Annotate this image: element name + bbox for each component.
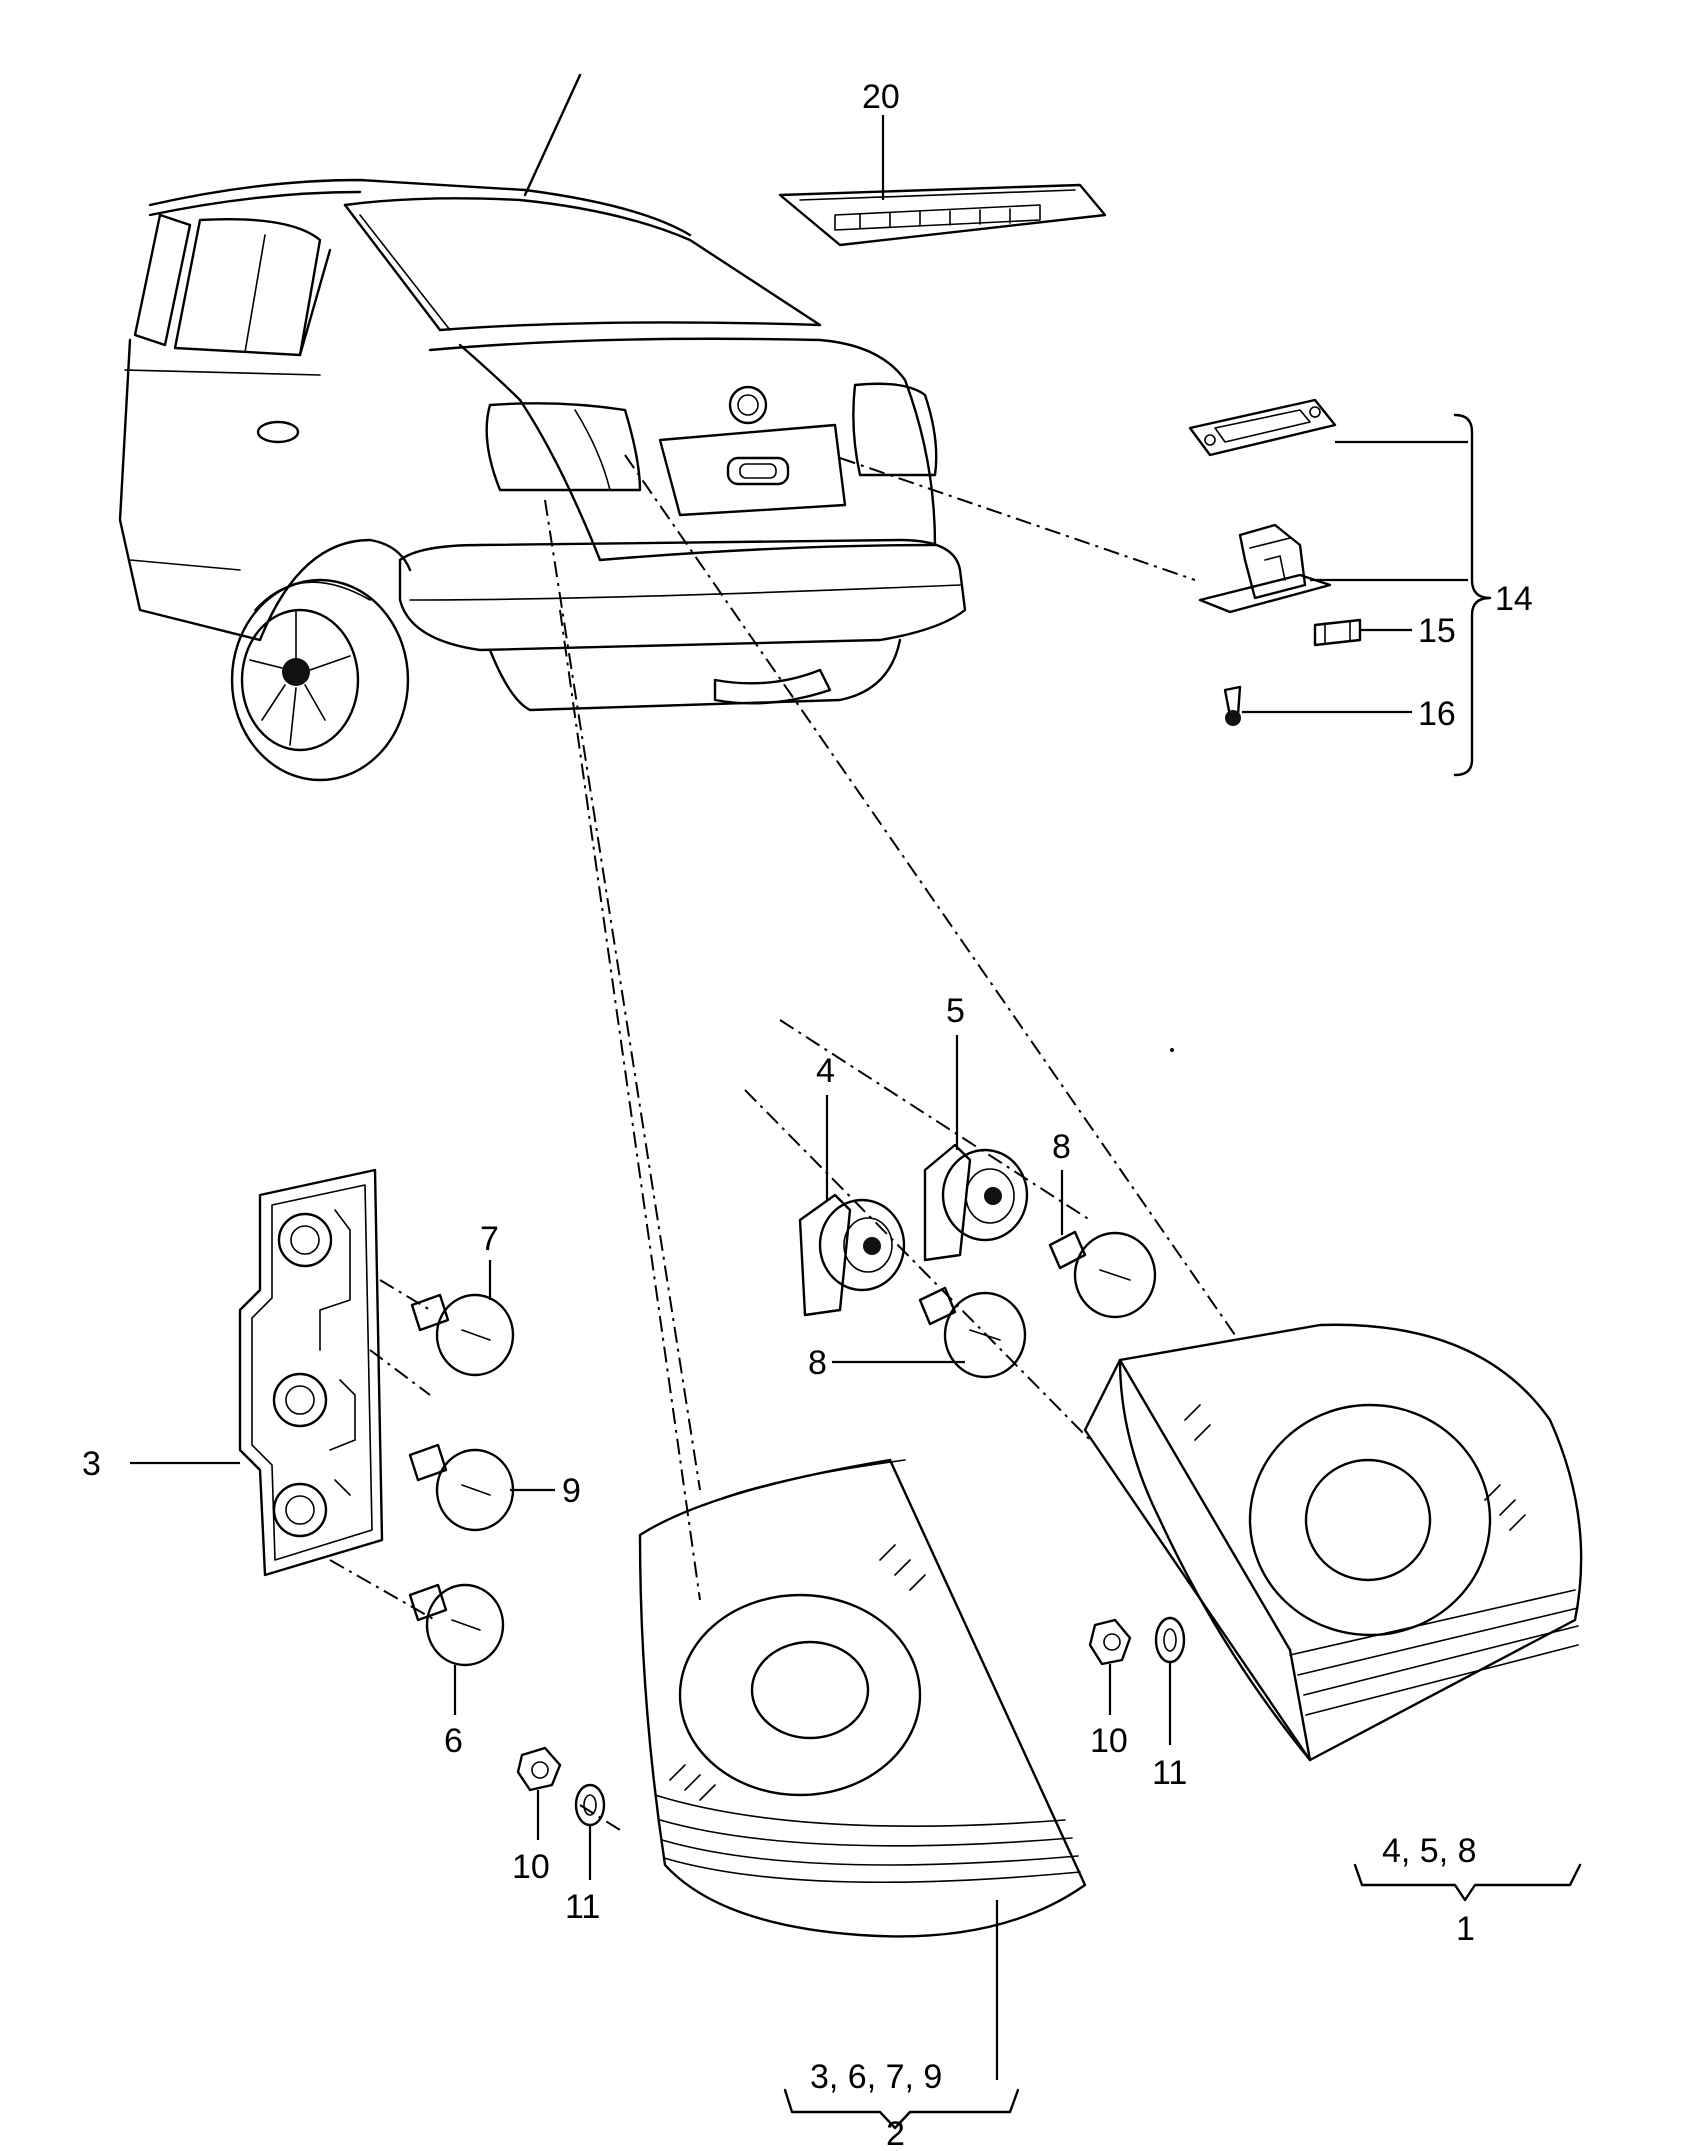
label-3: 3 <box>82 1445 101 1483</box>
brace-14 <box>1453 413 1492 777</box>
label-7: 7 <box>480 1220 499 1258</box>
label-14: 14 <box>1495 580 1533 618</box>
label-4: 4 <box>816 1052 835 1090</box>
bulb-9 <box>408 1443 515 1532</box>
label-20: 20 <box>862 78 900 116</box>
nut-10-left <box>516 1746 562 1792</box>
bulb-socket-4 <box>798 1193 906 1317</box>
washer-11-right <box>1154 1616 1186 1664</box>
set-1-contents: 4, 5, 8 <box>1382 1832 1477 1870</box>
third-brake-light <box>778 183 1107 247</box>
bulb-socket-5 <box>923 1143 1029 1262</box>
license-plate-light-assembly <box>1188 398 1362 726</box>
projection-lines <box>329 454 1236 1831</box>
set-2-number: 2 <box>886 2115 905 2151</box>
bulb-8-upper <box>1048 1230 1157 1319</box>
label-8-lower: 8 <box>808 1344 827 1382</box>
washer-11-left <box>574 1783 606 1827</box>
label-11-left: 11 <box>565 1888 600 1926</box>
label-10-right: 10 <box>1090 1722 1128 1760</box>
label-11-right: 11 <box>1152 1754 1187 1792</box>
label-10-left: 10 <box>512 1848 550 1886</box>
label-9: 9 <box>562 1472 581 1510</box>
car-rear-view <box>118 73 967 782</box>
nut-10-right <box>1088 1618 1132 1666</box>
set-2-contents: 3, 6, 7, 9 <box>810 2058 942 2096</box>
brace-set-2 <box>783 2088 1020 2130</box>
bulb-8-lower <box>918 1286 1027 1379</box>
label-5: 5 <box>946 992 965 1030</box>
label-15: 15 <box>1418 612 1456 650</box>
label-8-upper: 8 <box>1052 1128 1071 1166</box>
label-16: 16 <box>1418 695 1456 733</box>
bulb-6 <box>408 1583 505 1667</box>
bulb-7 <box>410 1293 515 1377</box>
set-1-number: 1 <box>1456 1910 1475 1948</box>
bulb-holder <box>238 1168 384 1577</box>
outer-tail-light <box>638 1458 1087 1938</box>
brace-set-1 <box>1353 1863 1582 1902</box>
inner-tail-light <box>1083 1323 1583 1762</box>
label-6: 6 <box>444 1722 463 1760</box>
